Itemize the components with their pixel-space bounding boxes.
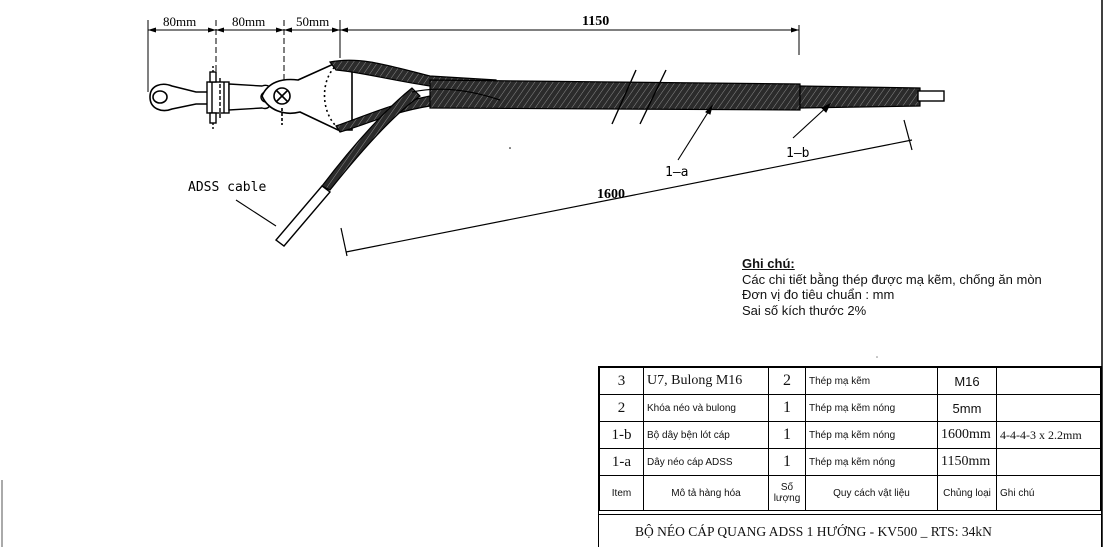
cell-description: Bộ dây bện lót cáp	[643, 421, 769, 449]
cell-type: 1150mm	[937, 448, 997, 476]
cell-description: Khóa néo và bulong	[643, 394, 769, 422]
dim-50mm: 50mm	[296, 14, 329, 29]
cell-type: M16	[937, 367, 997, 395]
cell-item: 2	[599, 394, 644, 422]
cell-note	[996, 448, 1101, 476]
cell-type: 1600mm	[937, 421, 997, 449]
dead-end-clamp	[261, 61, 353, 131]
table-header-row: Item Mô tả hàng hóa Số lượng Quy cách vậ…	[599, 475, 1101, 511]
cell-description: Dây néo cáp ADSS	[643, 448, 769, 476]
header-description: Mô tả hàng hóa	[643, 475, 769, 511]
table-row: 1-b Bộ dây bện lót cáp 1 Thép mạ kẽm nón…	[599, 421, 1101, 449]
dim-1600: 1600	[597, 187, 625, 202]
cell-qty: 1	[768, 394, 806, 422]
break-symbol	[611, 69, 667, 125]
rod-end	[917, 90, 945, 102]
cell-material: Thép mạ kẽm nóng	[805, 448, 938, 476]
table-row: 3 U7, Bulong M16 2 Thép mạ kẽm M16	[599, 367, 1101, 395]
dimension-arrows	[148, 27, 799, 33]
header-material: Quy cách vật liệu	[805, 475, 938, 511]
note-line: Sai số kích thước 2%	[742, 302, 867, 318]
dim-80mm-b: 80mm	[232, 14, 265, 29]
eye-bolt	[149, 83, 211, 112]
label-1b: 1—b	[786, 146, 810, 161]
cell-qty: 1	[768, 448, 806, 476]
header-qty: Số lượng	[768, 475, 806, 511]
cell-note	[996, 394, 1101, 422]
cell-type: 5mm	[937, 394, 997, 422]
cell-material: Thép mạ kẽm	[805, 367, 938, 395]
note-line: Đơn vị đo tiêu chuẩn : mm	[742, 287, 895, 302]
header-item: Item	[599, 475, 644, 511]
table-row: 2 Khóa néo và bulong 1 Thép mạ kẽm nóng …	[599, 394, 1101, 422]
notes-title: Ghi chú:	[742, 256, 795, 271]
cell-item: 3	[599, 367, 644, 395]
notes-block: Ghi chú: Các chi tiết bằng thép được mạ …	[742, 256, 1042, 318]
cell-qty: 2	[768, 367, 806, 395]
header-type: Chủng loại	[937, 475, 997, 511]
helical-wraps	[321, 59, 921, 191]
table-row: 1-a Dây néo cáp ADSS 1 Thép mạ kẽm nóng …	[599, 448, 1101, 476]
cell-description: U7, Bulong M16	[643, 367, 769, 395]
note-line: Các chi tiết bằng thép được mạ kẽm, chốn…	[742, 271, 1042, 287]
adss-cable-end	[274, 185, 332, 247]
dimension-1600	[340, 119, 913, 257]
cell-qty: 1	[768, 421, 806, 449]
dim-1150: 1150	[582, 14, 609, 29]
dim-80mm-a: 80mm	[163, 14, 196, 29]
leader-lines	[235, 102, 832, 227]
header-note: Ghi chú	[996, 475, 1101, 511]
label-adss-cable: ADSS cable	[188, 180, 266, 195]
table-title: BỘ NÉO CÁP QUANG ADSS 1 HƯỚNG - KV500 _ …	[599, 514, 1101, 548]
cell-item: 1-a	[599, 448, 644, 476]
cell-item: 1-b	[599, 421, 644, 449]
cell-note	[996, 367, 1101, 395]
parts-table: 3 U7, Bulong M16 2 Thép mạ kẽm M16 2 Khó…	[598, 366, 1102, 547]
cell-material: Thép mạ kẽm nóng	[805, 394, 938, 422]
cell-note: 4-4-4-3 x 2.2mm	[996, 421, 1101, 449]
label-1a: 1—a	[665, 165, 688, 180]
cell-material: Thép mạ kẽm nóng	[805, 421, 938, 449]
